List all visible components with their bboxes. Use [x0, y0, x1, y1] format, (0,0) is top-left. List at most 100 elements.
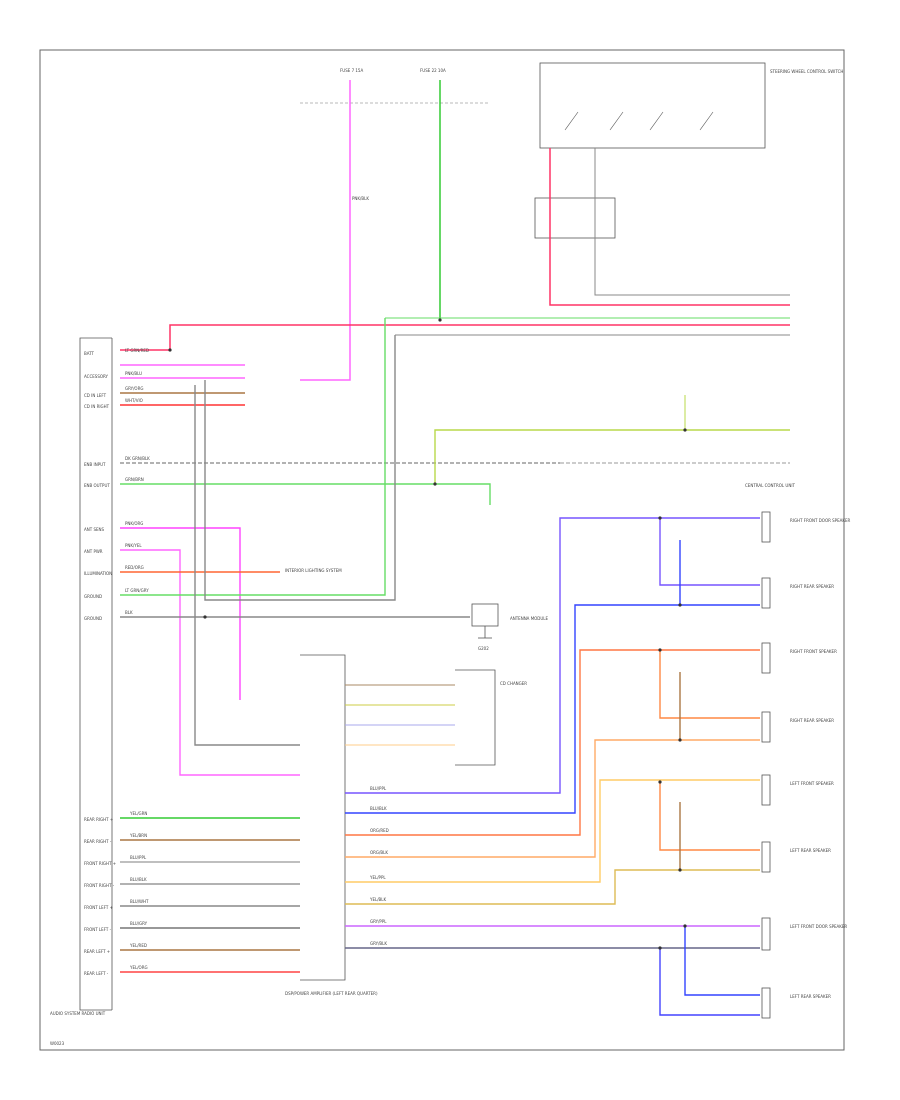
wire-code: GRY/PPL — [370, 919, 387, 924]
speaker-1 — [761, 511, 771, 543]
speaker-label: RIGHT REAR SPEAKER — [790, 718, 834, 723]
left-pin-label: ANT SENS — [84, 527, 105, 532]
speaker-symbols — [761, 511, 771, 1019]
steering-switch-box — [539, 62, 766, 149]
speaker-6 — [761, 841, 771, 873]
left-pin-wire-codes: LT GRN/RED PNK/BLU GRY/ORG WHT/VIO DK GR… — [125, 348, 150, 615]
speaker-label: LEFT REAR SPEAKER — [790, 994, 831, 999]
wire-code: BLU/BLK — [130, 877, 147, 882]
bottom-pin-label: FRONT LEFT + — [84, 905, 113, 910]
radio-to-amp-wires — [120, 817, 300, 973]
footer-code: W0023 — [50, 1041, 65, 1046]
wire-code: PNK/YEL — [125, 543, 142, 548]
wire-code: BLU/GRY — [130, 921, 148, 926]
bottom-pin-labels: REAR RIGHT + REAR RIGHT - FRONT RIGHT + … — [84, 817, 116, 976]
lighting-system-label: INTERIOR LIGHTING SYSTEM — [285, 568, 342, 573]
speaker-8 — [761, 987, 771, 1019]
amplifier-outline — [300, 654, 346, 981]
left-pin-label: BATT — [84, 351, 95, 356]
wire-code: BLU/PPL — [370, 786, 387, 791]
wire-code: PNK/BLU — [125, 371, 142, 376]
left-pin-label: ILLUMINATION — [84, 571, 112, 576]
speaker-label: RIGHT REAR SPEAKER — [790, 584, 834, 589]
wire-code: WHT/VIO — [125, 398, 143, 403]
pink-ignition-label: PNK/BLK — [352, 196, 369, 201]
wire-code: BLU/PPL — [130, 855, 147, 860]
page-frame — [39, 49, 845, 1051]
left-pin-label: ACCESSORY — [84, 374, 109, 379]
speaker-7 — [761, 917, 771, 951]
bottom-pin-label: REAR LEFT + — [84, 949, 110, 954]
speaker-label: RIGHT FRONT DOOR SPEAKER — [790, 518, 851, 523]
left-pin-label: GROUND — [84, 594, 102, 599]
junction-dots — [168, 318, 687, 950]
left-pin-wires — [120, 318, 560, 776]
radio-unit-outline — [79, 337, 113, 1011]
wire-code: ORG/RED — [370, 828, 389, 833]
left-pin-labels: BATT ACCESSORY CD IN LEFT CD IN RIGHT EN… — [84, 351, 112, 621]
speaker-label: LEFT REAR SPEAKER — [790, 848, 831, 853]
central-control-label: CENTRAL CONTROL UNIT — [745, 483, 796, 488]
wire-code: LT GRN/RED — [125, 348, 149, 353]
wire-code: ORG/BLK — [370, 850, 388, 855]
cd-changer-wires — [345, 684, 455, 746]
wire-code: DK GRN/BLK — [125, 456, 150, 461]
bottom-pin-label: REAR LEFT - — [84, 971, 109, 976]
wire-code: BLU/BLK — [370, 806, 387, 811]
cd-changer-outline — [455, 669, 496, 766]
wire-pink-ignition — [300, 80, 351, 381]
wire-code: YEL/PPL — [369, 875, 386, 880]
wire-gray-steering — [594, 148, 790, 296]
left-pin-label: GROUND — [84, 616, 102, 621]
speaker-label: LEFT FRONT SPEAKER — [790, 781, 834, 786]
amplifier-title: DSP/POWER AMPLIFIER (LEFT REAR QUARTER) — [285, 991, 378, 996]
wire-red-batt — [120, 324, 790, 351]
bottom-pin-label: FRONT LEFT - — [84, 927, 112, 932]
wire-code: GRY/ORG — [125, 386, 143, 391]
wire-code: GRN/BRN — [125, 477, 144, 482]
speaker-3 — [761, 642, 771, 674]
radio-title: AUDIO SYSTEM RADIO UNIT — [50, 1011, 106, 1016]
fuse-top-2-label: FUSE 22 10A — [420, 68, 446, 73]
speaker-label: LEFT FRONT DOOR SPEAKER — [790, 924, 847, 929]
ground-symbol — [471, 603, 499, 639]
wire-red-steering — [549, 148, 790, 306]
wire-code: YEL/BRN — [129, 833, 147, 838]
bottom-pin-label: REAR RIGHT - — [84, 839, 112, 844]
amp-output-wire-codes: BLU/PPL BLU/BLK ORG/RED ORG/BLK YEL/PPL … — [369, 786, 389, 946]
left-pin-label: ENB OUTPUT — [84, 483, 110, 488]
fuse-top-1-label: FUSE 7 15A — [340, 68, 363, 73]
wire-code: LT GRN/GRY — [125, 588, 149, 593]
wire-code: RED/ORG — [125, 565, 144, 570]
left-pin-label: ENB INPUT — [84, 462, 106, 467]
ground-label: G202 — [478, 646, 489, 651]
wire-lime-enable — [434, 429, 790, 484]
speaker-labels: RIGHT FRONT DOOR SPEAKER RIGHT REAR SPEA… — [790, 518, 851, 999]
wire-code: YEL/GRN — [129, 811, 147, 816]
bottom-pin-label: FRONT RIGHT - — [84, 883, 115, 888]
speaker-label: RIGHT FRONT SPEAKER — [790, 649, 837, 654]
wire-code: YEL/BLK — [369, 897, 387, 902]
bottom-pin-wire-codes: YEL/GRN YEL/BRN BLU/PPL BLU/BLK BLU/WHT … — [129, 811, 149, 970]
left-pin-label: ANT PWR — [84, 549, 103, 554]
wire-code: YEL/ORG — [129, 965, 148, 970]
wire-code: PNK/ORG — [125, 521, 143, 526]
amp-output-wires — [345, 517, 760, 1016]
speaker-4 — [761, 711, 771, 743]
bottom-pin-label: REAR RIGHT + — [84, 817, 113, 822]
bottom-pin-label: FRONT RIGHT + — [84, 861, 116, 866]
speaker-2 — [761, 577, 771, 609]
wire-code: GRY/BLK — [370, 941, 387, 946]
left-pin-label: CD IN LEFT — [84, 393, 107, 398]
wire-code: YEL/RED — [129, 943, 147, 948]
cd-changer-label: CD CHANGER — [500, 681, 527, 686]
antenna-module-label: ANTENNA MODULE — [510, 616, 549, 621]
steering-switch-contacts — [564, 111, 714, 131]
resistor-module — [534, 197, 616, 239]
steering-switch-label: STEERING WHEEL CONTROL SWITCH — [770, 69, 843, 74]
wire-code: BLU/WHT — [130, 899, 149, 904]
wire-code: BLK — [125, 610, 133, 615]
speaker-5 — [761, 774, 771, 806]
left-pin-label: CD IN RIGHT — [84, 404, 110, 409]
